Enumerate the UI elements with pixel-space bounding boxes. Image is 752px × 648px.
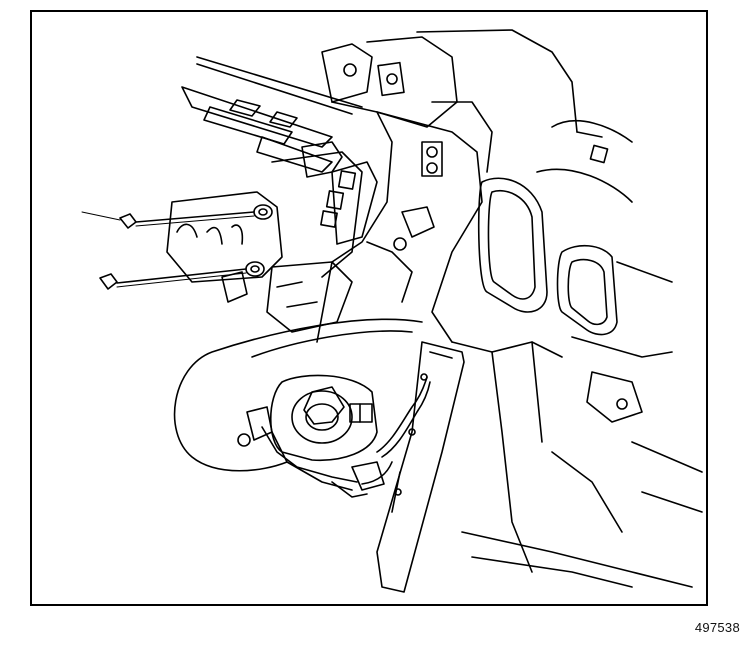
hvac-housing	[221, 101, 483, 343]
bolt-upper	[81, 211, 255, 229]
front-plate	[376, 341, 465, 593]
figure-id-label: 497538	[694, 620, 740, 635]
blower-scroll	[173, 318, 423, 472]
diagram-frame	[30, 10, 708, 606]
blower-motor	[237, 374, 385, 498]
top-bracket	[321, 29, 578, 177]
bolt-lower	[99, 268, 247, 290]
motor-bracket	[166, 191, 283, 283]
duct-outlet-lower	[556, 244, 673, 358]
lower-housing	[451, 341, 703, 588]
blower-motor-diagram	[81, 29, 703, 593]
wiring-harness	[361, 376, 431, 485]
duct-outlet-upper	[477, 119, 633, 313]
upper-left-panel	[181, 56, 363, 173]
